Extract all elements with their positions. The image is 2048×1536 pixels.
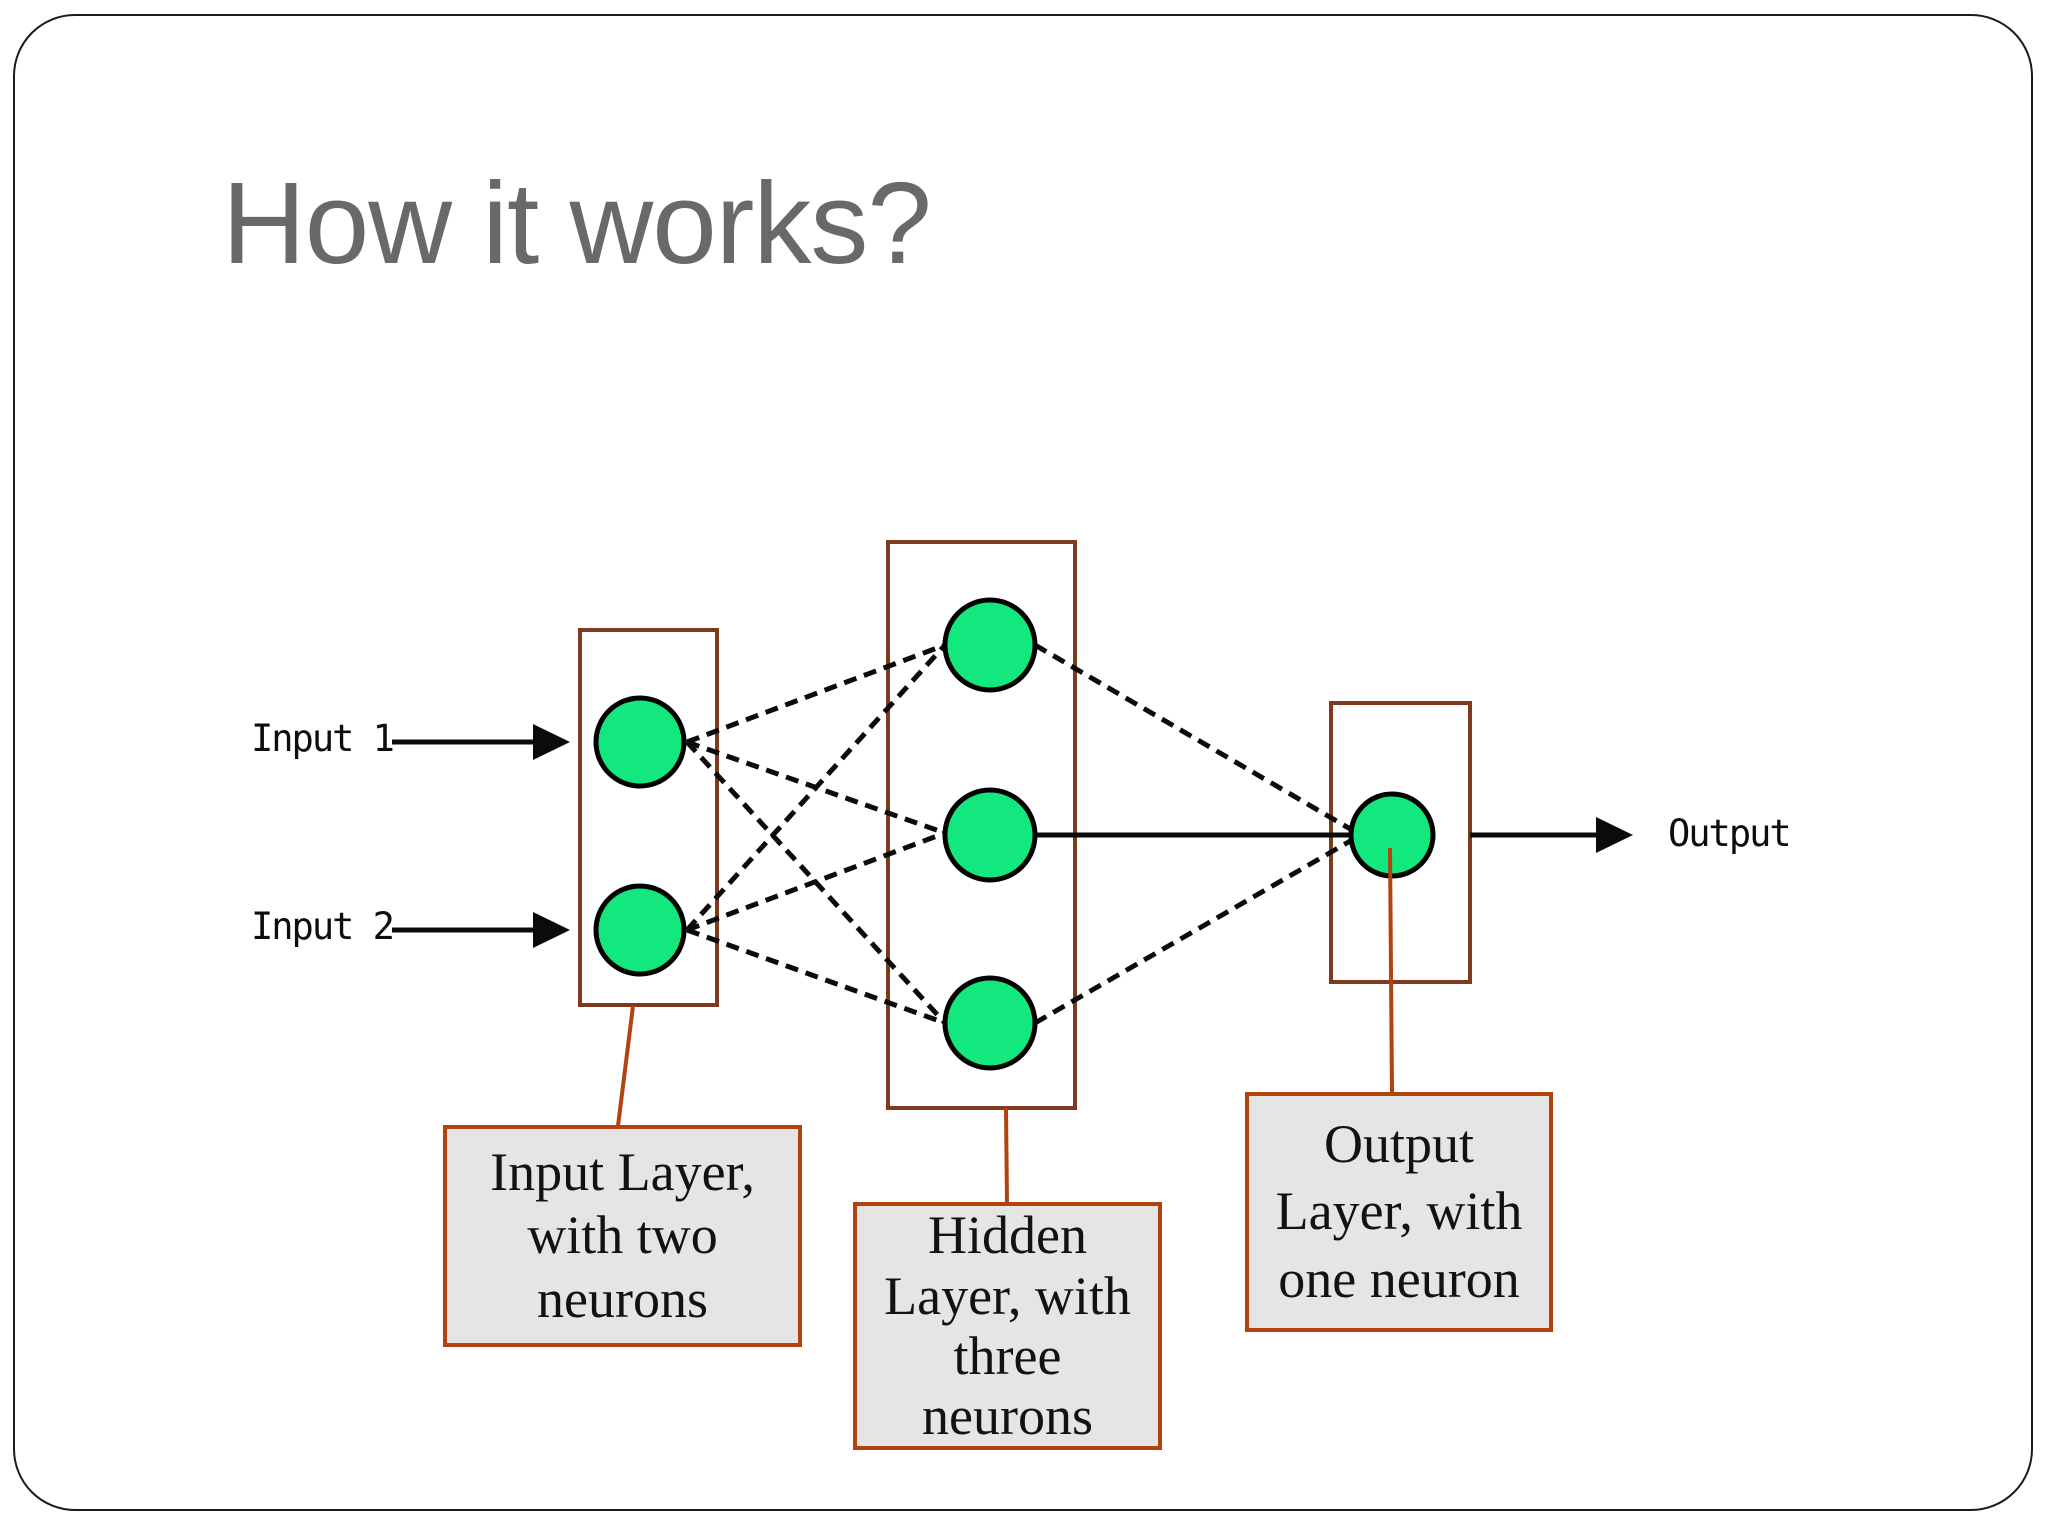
input-layer-callout-text: Input Layer, with two neurons (490, 1142, 755, 1329)
hidden-layer-callout: Hidden Layer, with three neurons (853, 1202, 1162, 1450)
edge-input2-hidden3 (686, 927, 946, 1026)
input-layer-box (578, 628, 719, 1007)
neuron-hidden-1 (942, 597, 1038, 693)
callout-connectors (616, 847, 1394, 1204)
neuron-input-2 (593, 883, 687, 977)
hidden-layer-callout-text: Hidden Layer, with three neurons (884, 1205, 1131, 1447)
neuron-hidden-3 (942, 975, 1038, 1071)
arrows (392, 724, 1633, 948)
output-label: Output (1668, 812, 1792, 855)
output-arrow-icon (1470, 817, 1633, 853)
output-layer-callout: Output Layer, with one neuron (1245, 1092, 1553, 1332)
neuron-input-1 (593, 695, 687, 789)
output-layer-callout-text: Output Layer, with one neuron (1275, 1113, 1523, 1309)
edge-input1-hidden1 (686, 642, 946, 745)
hidden-callout-connector (1004, 1107, 1009, 1204)
input-layer-callout: Input Layer, with two neurons (443, 1125, 802, 1347)
output-callout-connector (1388, 847, 1394, 1094)
input-callout-connector (616, 1005, 635, 1127)
edge-input2-hidden2 (686, 830, 946, 933)
page-title: How it works? (222, 158, 932, 288)
hidden-layer-box (886, 540, 1077, 1110)
input-hidden-edges (685, 642, 947, 1026)
input-1-arrow-icon (392, 724, 570, 760)
edge-input2-hidden1 (685, 643, 947, 932)
edge-hidden1-output (1033, 642, 1354, 833)
input-2-arrow-icon (392, 912, 570, 948)
input-2-label: Input 2 (251, 905, 395, 948)
hidden-output-edges (1033, 642, 1360, 1026)
input-1-label: Input 1 (251, 717, 395, 760)
neuron-hidden-2 (942, 787, 1038, 883)
output-layer-box (1329, 701, 1472, 984)
neurons (593, 597, 1436, 1071)
slide-border (13, 14, 2033, 1511)
edge-hidden3-output (1033, 837, 1354, 1026)
